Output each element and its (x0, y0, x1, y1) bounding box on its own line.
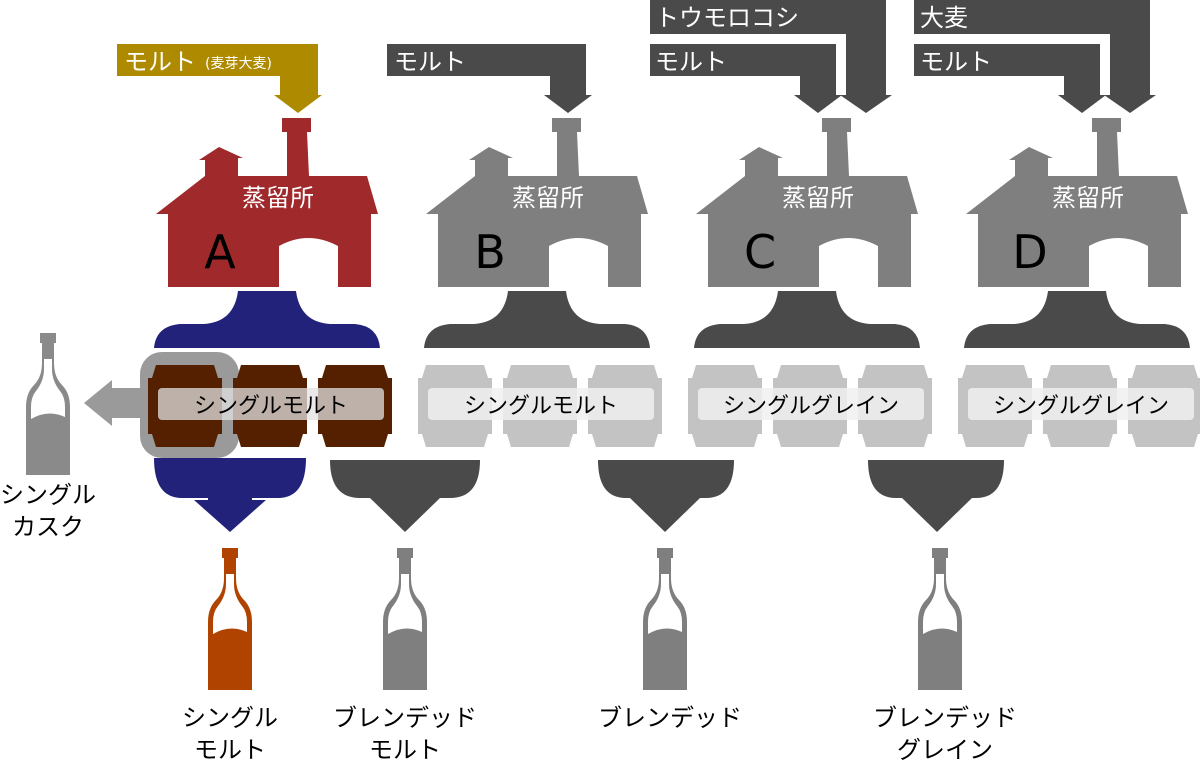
cask-label-box (968, 388, 1194, 420)
input-arrow-malt-c: モルト (650, 44, 842, 113)
distillery-letter: C (744, 225, 776, 279)
funnel (424, 291, 650, 348)
distillery-letter: B (474, 225, 506, 279)
cask-label: シングルグレイン (993, 394, 1169, 419)
input-arrow-barley-d: 大麦 (914, 0, 1156, 113)
output-label-blended-malt: ブレンデッド (333, 704, 477, 732)
output-label-single-malt: モルト (194, 736, 266, 764)
arrow-down-blended-grain (868, 460, 1004, 532)
cask-label: シングルグレイン (723, 394, 899, 419)
input-arrow-malt-b: モルト (387, 44, 592, 113)
funnel (154, 291, 380, 348)
input-arrow-malt-a: モルト (麦芽大麦) (117, 44, 322, 113)
distillery-building-icon (696, 118, 918, 287)
bottle-window (923, 574, 957, 634)
distillery-label: 蒸留所 (242, 184, 314, 212)
arrow-down-blended-malt (330, 460, 480, 532)
cask-label: シングルモルト (464, 394, 618, 419)
bottle-window (648, 574, 682, 634)
output-label-single-malt: シングル (182, 704, 278, 732)
bottles (26, 333, 962, 690)
distillery-building-icon (426, 118, 648, 287)
input-label-barley: 大麦 (920, 4, 968, 32)
bottle-blended (643, 548, 687, 690)
bottle-blended-malt (383, 548, 427, 690)
cask-label-box (698, 388, 924, 420)
output-label-blended-grain: ブレンデッド (873, 704, 1017, 732)
distillery-label: 蒸留所 (782, 184, 854, 212)
cask-label-box (428, 388, 654, 420)
distilleries: 蒸留所Aシングルモルト蒸留所Bシングルモルト蒸留所Cシングルグレイン蒸留所Dシン… (148, 118, 1200, 447)
output-labels: シングルカスクシングルモルトブレンデッドモルトブレンデッドブレンデッドグレイン (0, 481, 1017, 764)
input-arrow-corn-c: トウモロコシ (650, 0, 892, 113)
bottle-window (213, 574, 247, 634)
input-arrow-malt-d: モルト (914, 44, 1106, 113)
distillery-label: 蒸留所 (1052, 184, 1124, 212)
output-label-single-cask: シングル (0, 481, 96, 509)
input-label-corn: トウモロコシ (655, 4, 799, 32)
input-label-malt: モルト (920, 48, 992, 76)
bottle-window (388, 574, 422, 634)
input-label-malt: モルト (394, 48, 466, 76)
arrow-down-blended (598, 460, 734, 532)
funnel (694, 291, 920, 348)
distillery-building-icon (156, 118, 378, 287)
bottle-single-malt (208, 548, 252, 690)
output-label-blended: ブレンデッド (598, 704, 742, 732)
distillery-building-icon (966, 118, 1188, 287)
input-label-malt: モルト (655, 48, 727, 76)
bottle-single-cask (26, 333, 70, 475)
output-label-blended-malt: モルト (369, 736, 441, 764)
distillery-letter: A (204, 225, 236, 279)
cask-label-box (158, 388, 384, 420)
funnel (964, 291, 1190, 348)
bottle-blended-grain (918, 548, 962, 690)
bottle-window (31, 359, 65, 419)
distillery-letter: D (1012, 225, 1047, 279)
output-label-single-cask: カスク (12, 513, 84, 541)
cask-label: シングルモルト (194, 394, 348, 419)
arrow-left-icon (84, 380, 142, 426)
input-label-malt-note: (麦芽大麦) (205, 56, 272, 72)
arrow-down-single-malt (154, 458, 306, 532)
distillery-label: 蒸留所 (512, 184, 584, 212)
input-label-malt: モルト (124, 48, 196, 76)
output-label-blended-grain: グレイン (897, 736, 993, 764)
